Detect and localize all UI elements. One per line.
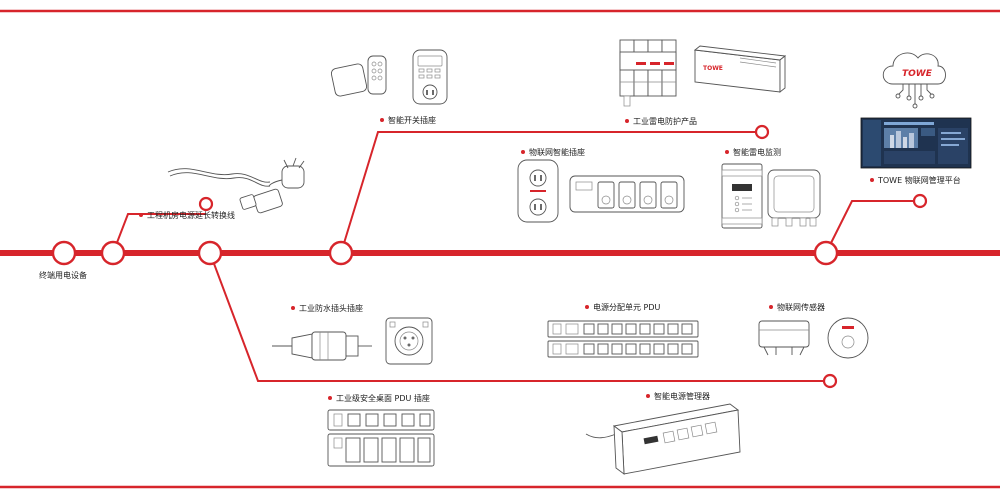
label-power-manager: 智能电源管理器 bbox=[646, 391, 710, 401]
monitor-screen-icon bbox=[860, 117, 972, 169]
svg-text:智能开关插座: 智能开关插座 bbox=[388, 115, 436, 125]
label-lightning-monitor: 智能雷电监测 bbox=[725, 147, 781, 157]
junction-box-icon bbox=[767, 169, 821, 227]
svg-text:智能雷电监测: 智能雷电监测 bbox=[733, 147, 781, 157]
branch-upper bbox=[340, 131, 762, 254]
node-extension bbox=[100, 240, 126, 266]
svg-text:智能电源管理器: 智能电源管理器 bbox=[654, 391, 710, 401]
branch-extension bbox=[112, 213, 206, 254]
svg-text:工业级安全桌面 PDU 插座: 工业级安全桌面 PDU 插座 bbox=[336, 393, 430, 403]
remote-control-icon bbox=[330, 55, 387, 97]
label-pdu: 电源分配单元 PDU bbox=[585, 302, 661, 312]
branch-platform bbox=[825, 200, 920, 254]
power-strip-icon bbox=[569, 175, 685, 213]
svg-text:工业雷电防护产品: 工业雷电防护产品 bbox=[633, 116, 697, 126]
label-desktop-pdu: 工业级安全桌面 PDU 插座 bbox=[328, 393, 430, 403]
svg-text:工业防水插头插座: 工业防水插头插座 bbox=[299, 303, 363, 313]
surge-protector-icon bbox=[619, 39, 677, 107]
power-manager-icon bbox=[585, 403, 741, 475]
svg-text:工程机房电源延长转换线: 工程机房电源延长转换线 bbox=[147, 210, 235, 220]
node-terminal bbox=[51, 240, 77, 266]
label-terminal: 终端用电设备 bbox=[39, 270, 87, 280]
label-waterproof: 工业防水插头插座 bbox=[291, 303, 363, 313]
label-platform: TOWE 物联网管理平台 bbox=[870, 175, 961, 185]
svg-text:物联网传感器: 物联网传感器 bbox=[777, 302, 825, 312]
node-platform-end bbox=[912, 193, 928, 209]
svg-text:物联网智能插座: 物联网智能插座 bbox=[529, 147, 585, 157]
industrial-socket-icon bbox=[385, 317, 433, 365]
svg-text:电源分配单元 PDU: 电源分配单元 PDU bbox=[593, 302, 661, 312]
svg-text:TOWE: TOWE bbox=[902, 69, 933, 79]
node-upper-branch bbox=[328, 240, 354, 266]
industrial-plug-icon bbox=[272, 331, 372, 361]
power-plug-cable-icon bbox=[167, 157, 305, 214]
node-extension-end bbox=[198, 196, 214, 212]
rack-panel-icon: TOWE bbox=[693, 45, 787, 93]
node-lower-end bbox=[822, 373, 838, 389]
label-iot-socket: 物联网智能插座 bbox=[521, 147, 585, 157]
node-platform bbox=[813, 240, 839, 266]
sensor-icon bbox=[758, 317, 869, 359]
branch-lower bbox=[209, 252, 830, 382]
label-smart-switch: 智能开关插座 bbox=[380, 115, 436, 125]
node-upper-end bbox=[754, 124, 770, 140]
cloud-icon: TOWE bbox=[882, 52, 946, 109]
label-extension: 工程机房电源延长转换线 bbox=[139, 210, 235, 220]
timer-socket-icon bbox=[412, 49, 448, 105]
node-lower-branch bbox=[197, 240, 223, 266]
svg-text:TOWE 物联网管理平台: TOWE 物联网管理平台 bbox=[877, 175, 961, 185]
lightning-meter-icon bbox=[721, 163, 763, 229]
svg-text:终端用电设备: 终端用电设备 bbox=[39, 270, 87, 280]
label-iot-sensor: 物联网传感器 bbox=[769, 302, 825, 312]
pdu-strip-icon bbox=[547, 320, 699, 358]
desktop-pdu-icon bbox=[327, 409, 435, 467]
svg-text:TOWE: TOWE bbox=[703, 65, 723, 72]
label-surge-products: 工业雷电防护产品 bbox=[625, 116, 697, 126]
smart-plug-icon bbox=[517, 159, 559, 223]
